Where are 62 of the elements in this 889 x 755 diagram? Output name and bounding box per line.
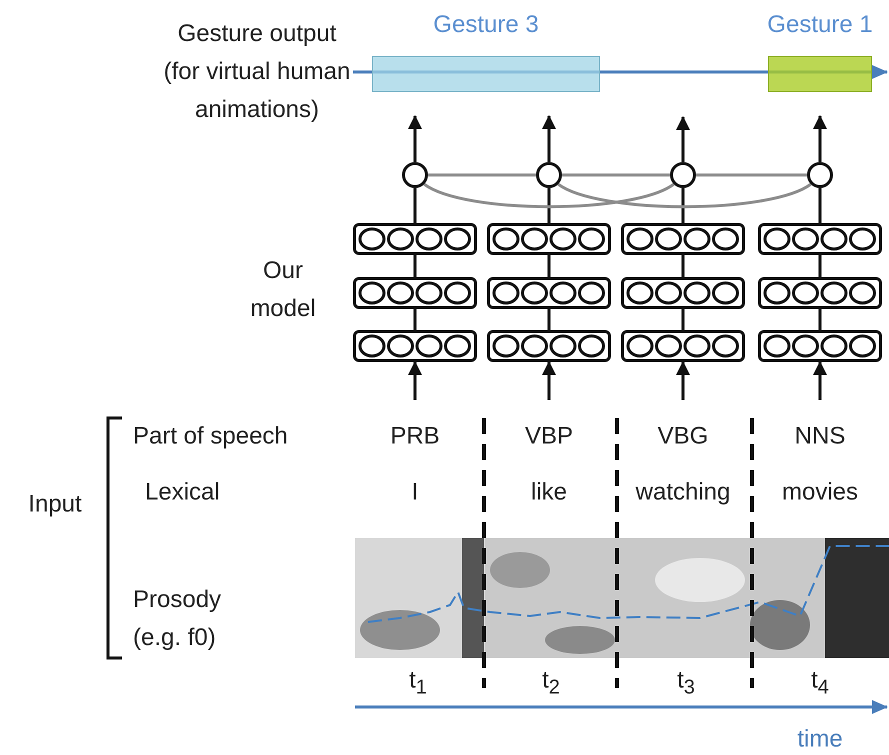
- gesture-label: Gesture 3: [433, 10, 539, 40]
- connector-line: [682, 255, 684, 277]
- arrow: [408, 361, 422, 400]
- neural-layer: [353, 277, 477, 309]
- connector-line: [696, 174, 807, 176]
- time-step-label: t$_{4}$: [811, 666, 829, 700]
- neural-layer: [487, 277, 611, 309]
- connector-line: [548, 188, 550, 223]
- connector-line: [428, 174, 536, 176]
- arrow: [676, 116, 690, 162]
- connector-line: [414, 309, 416, 330]
- row-label: Prosody (e.g. f0): [133, 585, 222, 653]
- connector-line: [818, 255, 822, 277]
- neural-layer: [353, 223, 477, 255]
- connector-line: [548, 255, 550, 277]
- arrow: [542, 361, 556, 400]
- neural-layer: [621, 277, 745, 309]
- axis-label: time: [797, 726, 843, 754]
- pos-tag: VBP: [524, 422, 574, 452]
- neural-layer: [487, 330, 611, 362]
- arrow: [813, 115, 827, 162]
- connector-line: [682, 188, 684, 223]
- neural-layer: [621, 330, 745, 362]
- connector-line: [414, 255, 416, 277]
- neural-layer: [621, 223, 745, 255]
- group-label: Input: [28, 490, 82, 520]
- word: like: [531, 478, 567, 508]
- time-step-label: t$_{1}$: [409, 666, 427, 700]
- gesture-label: Gesture 1: [767, 10, 873, 40]
- output-node-circle: [670, 162, 696, 188]
- row-label: Part of speech: [133, 422, 288, 452]
- connector-line: [423, 182, 675, 208]
- neural-layer: [353, 330, 477, 362]
- connector-line: [562, 174, 670, 176]
- pos-tag: PRB: [390, 422, 440, 452]
- connector-line: [818, 309, 822, 330]
- word: I: [412, 478, 418, 508]
- output-node-circle: [807, 162, 833, 188]
- output-caption: Gesture output (for virtual human animations): [162, 19, 352, 125]
- word: watching: [636, 478, 730, 508]
- arrow: [813, 361, 827, 400]
- row-label: Lexical: [145, 478, 220, 508]
- connector-line: [682, 309, 684, 330]
- connector-line: [414, 188, 416, 223]
- arrow: [408, 115, 422, 162]
- word: movies: [782, 478, 858, 508]
- connector-line: [548, 309, 550, 330]
- time-step-label: t$_{3}$: [677, 666, 695, 700]
- neural-layer: [758, 330, 882, 362]
- connector-line: [557, 182, 812, 208]
- model-label: Our model: [249, 256, 317, 324]
- output-node-circle: [402, 162, 428, 188]
- time-step-label: t$_{2}$: [542, 666, 560, 700]
- neural-layer: [758, 277, 882, 309]
- connector-line: [818, 188, 822, 223]
- arrow: [676, 361, 690, 400]
- arrow: [542, 115, 556, 162]
- neural-layer: [487, 223, 611, 255]
- neural-layer: [758, 223, 882, 255]
- pos-tag: VBG: [658, 422, 708, 452]
- pos-tag: NNS: [794, 422, 846, 452]
- output-node-circle: [536, 162, 562, 188]
